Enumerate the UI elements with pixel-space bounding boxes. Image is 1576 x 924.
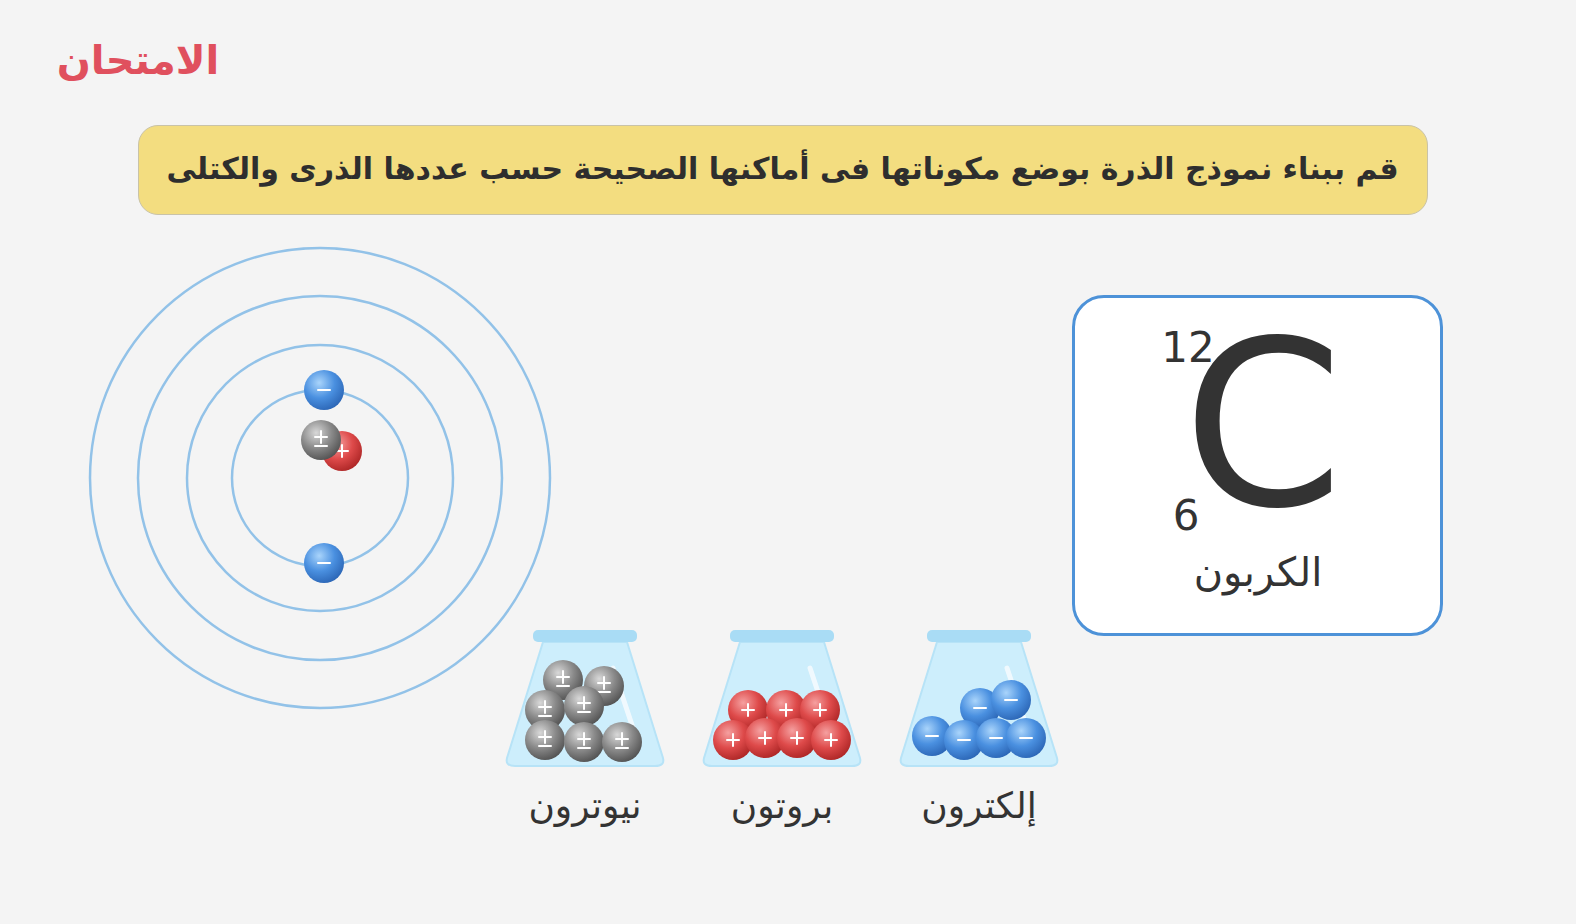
charge-sign bbox=[958, 739, 970, 741]
flask-label: نيوترون bbox=[528, 785, 641, 826]
charge-sign bbox=[544, 701, 546, 713]
charge-sign bbox=[796, 732, 798, 744]
flask-label: إلكترون bbox=[921, 785, 1036, 826]
charge-sign bbox=[830, 734, 832, 746]
flask-body bbox=[901, 642, 1058, 766]
proton bbox=[777, 718, 817, 758]
charge-sign bbox=[544, 731, 546, 743]
particle-ball bbox=[564, 686, 604, 726]
neutron bbox=[564, 686, 604, 726]
electron bbox=[991, 680, 1031, 720]
charge-sign bbox=[785, 704, 787, 716]
charge-sign bbox=[320, 431, 322, 443]
charge-sign bbox=[578, 711, 590, 713]
charge-sign bbox=[562, 671, 564, 683]
flask-body bbox=[704, 642, 861, 766]
charge-sign bbox=[819, 704, 821, 716]
particle-ball bbox=[777, 718, 817, 758]
flask-rim bbox=[730, 630, 834, 642]
flask-rim bbox=[927, 630, 1031, 642]
particle-ball bbox=[1006, 718, 1046, 758]
charge-sign bbox=[621, 733, 623, 745]
particle-ball bbox=[304, 543, 344, 583]
particle-ball bbox=[564, 722, 604, 762]
electron bbox=[1006, 718, 1046, 758]
title-bar: قم ببناء نموذج الذرة بوضع مكوناتها فى أم… bbox=[138, 125, 1428, 215]
charge-sign bbox=[315, 445, 327, 447]
charge-sign bbox=[764, 732, 766, 744]
charge-sign bbox=[318, 389, 330, 391]
particle-ball bbox=[811, 720, 851, 760]
orbits bbox=[90, 248, 550, 708]
charge-sign bbox=[598, 691, 610, 693]
charge-sign bbox=[557, 685, 569, 687]
neutron bbox=[564, 722, 604, 762]
particles bbox=[301, 370, 1046, 762]
charge-sign bbox=[583, 733, 585, 745]
element-name: الكربون bbox=[1194, 549, 1323, 595]
charge-sign bbox=[578, 747, 590, 749]
charge-sign bbox=[603, 677, 605, 689]
element-symbol: C bbox=[1183, 311, 1344, 541]
neutron bbox=[525, 720, 565, 760]
charge-sign bbox=[341, 445, 343, 457]
charge-sign bbox=[1005, 699, 1017, 701]
charge-sign bbox=[926, 735, 938, 737]
charge-sign bbox=[1020, 737, 1032, 739]
proton bbox=[811, 720, 851, 760]
flask-rim bbox=[533, 630, 637, 642]
element-card: 12C6الكربون bbox=[1072, 295, 1443, 636]
title-text: قم ببناء نموذج الذرة بوضع مكوناتها فى أم… bbox=[166, 152, 1398, 187]
particle-ball bbox=[991, 680, 1031, 720]
electron bbox=[304, 543, 344, 583]
charge-sign bbox=[732, 734, 734, 746]
charge-sign bbox=[616, 747, 628, 749]
flasks bbox=[507, 630, 1058, 766]
particle-ball bbox=[301, 420, 341, 460]
neutron bbox=[301, 420, 341, 460]
logo-text: الامتحان bbox=[57, 37, 220, 83]
atomic-number: 6 bbox=[1173, 492, 1200, 540]
charge-sign bbox=[318, 562, 330, 564]
flask-label: بروتون bbox=[731, 785, 833, 826]
flask-body bbox=[507, 642, 664, 766]
particle-ball bbox=[602, 722, 642, 762]
charge-sign bbox=[747, 704, 749, 716]
particle-ball bbox=[525, 720, 565, 760]
particle-ball bbox=[304, 370, 344, 410]
charge-sign bbox=[990, 737, 1002, 739]
charge-sign bbox=[539, 745, 551, 747]
charge-sign bbox=[974, 707, 986, 709]
charge-sign bbox=[539, 715, 551, 717]
neutron bbox=[602, 722, 642, 762]
electron bbox=[304, 370, 344, 410]
charge-sign bbox=[583, 697, 585, 709]
